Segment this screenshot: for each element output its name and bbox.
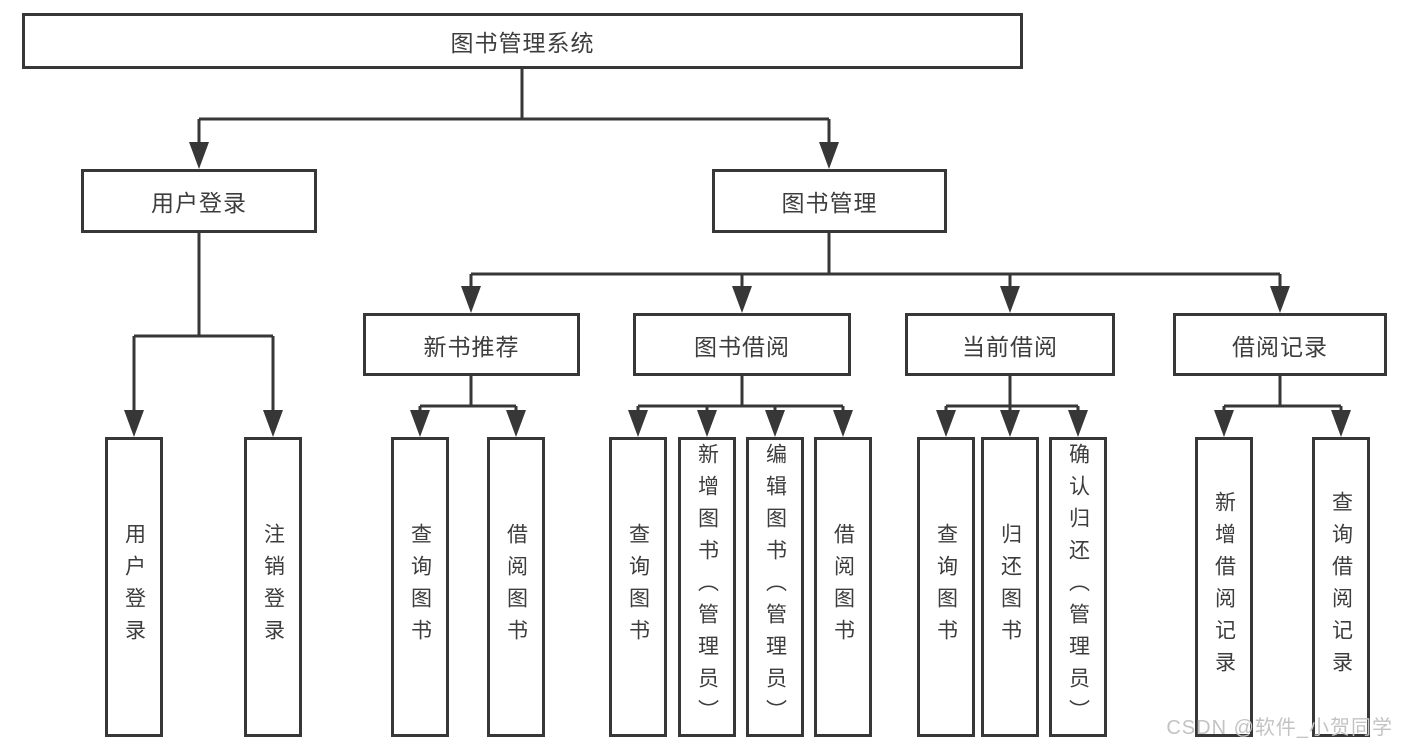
leaf-borrowing-edit-books-admin: 编辑图书（管理员） xyxy=(746,437,804,737)
node-label: 当前借阅 xyxy=(962,333,1058,360)
node-label: 注销登录 xyxy=(261,523,285,651)
node-label: 查询借阅记录 xyxy=(1329,491,1353,683)
node-label: 新书推荐 xyxy=(423,333,520,360)
leaf-borrowing-borrow-books: 借阅图书 xyxy=(814,437,872,737)
node-label: 新增图书（管理员） xyxy=(695,443,719,731)
node-label: 新增借阅记录 xyxy=(1212,491,1236,683)
node-label: 确认归还（管理员） xyxy=(1066,443,1090,731)
leaf-logout: 注销登录 xyxy=(244,437,302,737)
node-book-management: 图书管理 xyxy=(712,169,947,233)
node-label: 借阅图书 xyxy=(831,523,855,651)
node-label: 图书管理 xyxy=(781,190,878,216)
leaf-records-add-record: 新增借阅记录 xyxy=(1195,437,1253,737)
node-label: 查询图书 xyxy=(934,523,958,651)
leaf-user-login: 用户登录 xyxy=(105,437,163,737)
leaf-current-return-books: 归还图书 xyxy=(981,437,1039,737)
leaf-borrowing-add-books-admin: 新增图书（管理员） xyxy=(678,437,736,737)
node-borrowing-records: 借阅记录 xyxy=(1173,313,1387,376)
node-label: 查询图书 xyxy=(626,523,650,651)
node-book-borrowing: 图书借阅 xyxy=(633,313,851,376)
node-user-login: 用户登录 xyxy=(81,169,317,233)
csdn-watermark: CSDN @软件_小贺同学 xyxy=(1166,717,1393,739)
leaf-current-query-books: 查询图书 xyxy=(917,437,975,737)
node-label: 用户登录 xyxy=(122,523,146,651)
arrowheads xyxy=(124,142,1351,437)
leaf-records-query-record: 查询借阅记录 xyxy=(1312,437,1370,737)
node-root-system: 图书管理系统 xyxy=(22,13,1023,69)
node-label: 用户登录 xyxy=(151,190,247,216)
node-current-borrowing: 当前借阅 xyxy=(905,313,1115,376)
node-new-book-recommendation: 新书推荐 xyxy=(363,313,580,376)
node-label: 编辑图书（管理员） xyxy=(763,443,787,731)
leaf-recommend-query-books: 查询图书 xyxy=(391,437,449,737)
node-label: 图书借阅 xyxy=(694,333,790,360)
node-label: 查询图书 xyxy=(408,523,432,651)
leaf-current-confirm-return-admin: 确认归还（管理员） xyxy=(1049,437,1107,737)
node-label: 图书管理系统 xyxy=(450,30,595,56)
leaf-borrowing-query-books: 查询图书 xyxy=(609,437,667,737)
leaf-recommend-borrow-books: 借阅图书 xyxy=(487,437,545,737)
node-label: 借阅记录 xyxy=(1232,333,1328,360)
node-label: 借阅图书 xyxy=(504,523,528,651)
node-label: 归还图书 xyxy=(998,523,1022,651)
